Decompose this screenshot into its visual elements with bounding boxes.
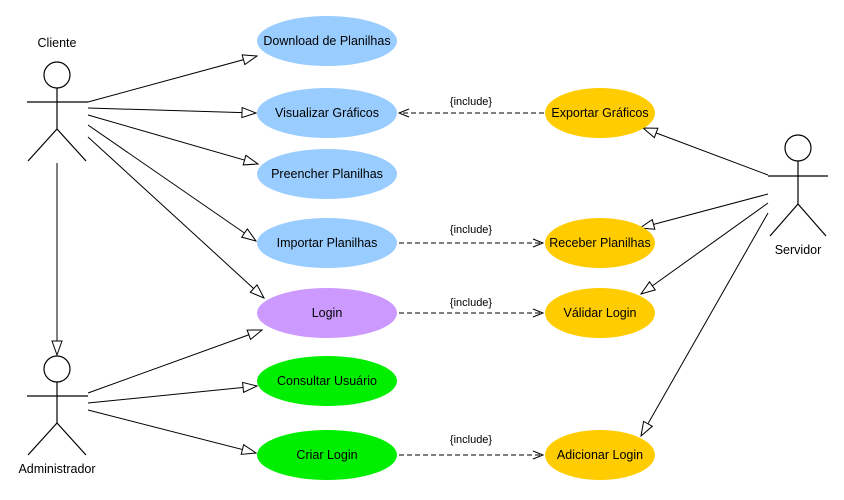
use-case-validar-login: Válidar Login [545,288,655,338]
use-case-consultar-usuario: Consultar Usuário [257,356,397,406]
use-case-preencher-planilhas: Preencher Planilhas [257,149,397,199]
actor-label-servidor: Servidor [775,243,822,257]
include-label: {include} [450,96,493,108]
svg-text:Adicionar Login: Adicionar Login [557,448,643,462]
svg-text:Receber Planilhas: Receber Planilhas [549,236,650,250]
use-case-download-planilhas: Download de Planilhas [257,16,397,66]
use-case-adicionar-login: Adicionar Login [545,430,655,480]
assoc-admin-criar [87,409,256,453]
assoc-cliente-download [87,56,257,103]
use-case-criar-login: Criar Login [257,430,397,480]
svg-text:Consultar Usuário: Consultar Usuário [277,374,377,388]
use-case-receber-planilhas: Receber Planilhas [545,218,655,268]
use-case-exportar-graficos: Exportar Gráficos [545,88,655,138]
include-label: {include} [450,434,493,446]
include-label: {include} [450,224,493,236]
assoc-servidor-exportar [643,128,769,176]
actor-administrador: Administrador [18,355,96,476]
assoc-cliente-importar [87,124,256,241]
svg-text:Válidar Login: Válidar Login [564,306,637,320]
include-label: {include} [450,297,493,309]
svg-text:Criar Login: Criar Login [296,448,357,462]
actor-servidor: Servidor [768,134,828,257]
stick-figure-icon [27,355,88,456]
assoc-admin-login [87,330,262,394]
svg-text:Visualizar Gráficos: Visualizar Gráficos [275,106,379,120]
use-case-importar-planilhas: Importar Planilhas [257,218,397,268]
stick-figure-icon [27,61,88,162]
assoc-admin-consultar [87,386,257,404]
assoc-servidor-receber [640,193,769,228]
assoc-cliente-login [87,136,264,298]
actor-cliente: Cliente [27,36,88,162]
svg-text:Preencher Planilhas: Preencher Planilhas [271,167,383,181]
svg-text:Login: Login [312,306,343,320]
actor-label-cliente: Cliente [38,36,77,50]
use-case-login: Login [257,288,397,338]
assoc-cliente-preencher [87,114,258,164]
assoc-servidor-validar [641,202,769,294]
actor-label-administrador: Administrador [18,462,95,476]
use-case-visualizar-graficos: Visualizar Gráficos [257,88,397,138]
assoc-cliente-visualizar [87,108,256,113]
svg-text:Importar Planilhas: Importar Planilhas [277,236,378,250]
assoc-servidor-adicionar [641,212,769,436]
stick-figure-icon [768,134,828,237]
svg-text:Exportar Gráficos: Exportar Gráficos [551,106,648,120]
svg-text:Download de Planilhas: Download de Planilhas [263,34,390,48]
